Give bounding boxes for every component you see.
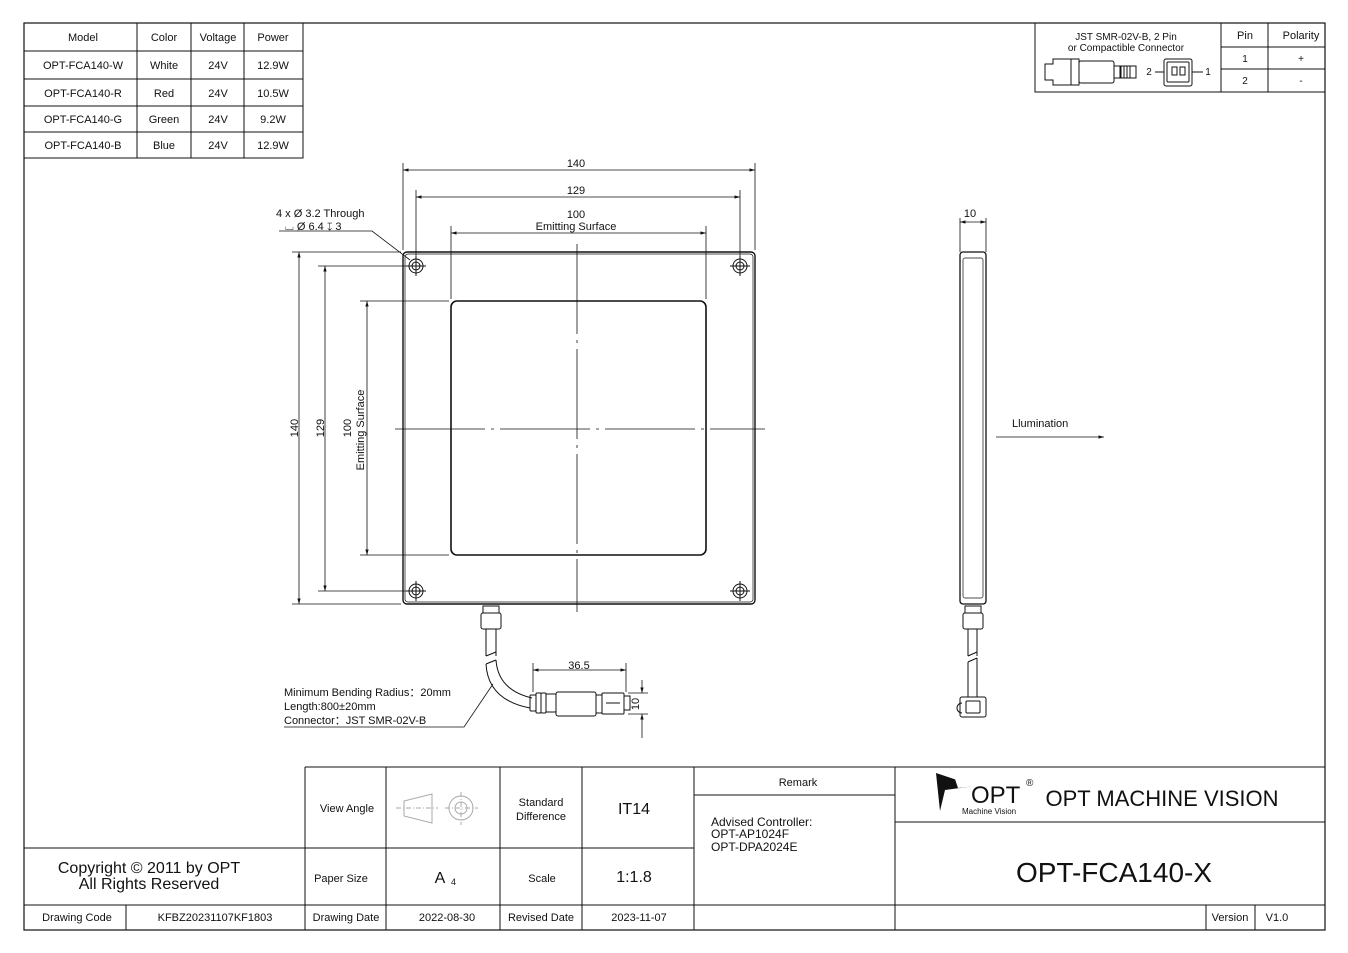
version-value: V1.0 xyxy=(1266,912,1289,924)
cable-assembly xyxy=(284,605,648,738)
dim-overall-height: 140 xyxy=(289,419,301,437)
spec-cell: 24V xyxy=(208,88,228,100)
logo-registered: ® xyxy=(1026,778,1034,789)
spec-cell: Red xyxy=(154,88,174,100)
spec-cell: 24V xyxy=(208,114,228,126)
spec-cell: 12.9W xyxy=(257,140,289,152)
title-block xyxy=(24,766,1325,930)
cable-note-line3: Connector：JST SMR-02V-B xyxy=(284,715,426,727)
projection-symbol-icon xyxy=(396,792,478,825)
spec-header-power: Power xyxy=(257,32,289,44)
spec-cell: 10.5W xyxy=(257,88,289,100)
remark-label: Remark xyxy=(779,777,818,789)
pin-cell: 2 xyxy=(1242,76,1248,87)
paper-size-sub: 4 xyxy=(451,877,456,887)
dim-emitting-height: 100 xyxy=(342,419,354,437)
copyright-line2: All Rights Reserved xyxy=(79,876,220,893)
mounting-hole xyxy=(730,256,750,276)
polarity-cell: + xyxy=(1298,54,1304,65)
part-number: OPT-FCA140-X xyxy=(1016,857,1212,888)
spec-cell: OPT-FCA140-R xyxy=(44,88,122,100)
spec-cell: 12.9W xyxy=(257,60,289,72)
illumination-label: Llumination xyxy=(1012,418,1068,430)
spec-cell: OPT-FCA140-B xyxy=(44,140,121,152)
emitting-surface xyxy=(450,300,707,556)
standard-difference-value: IT14 xyxy=(618,801,650,818)
mounting-hole xyxy=(730,581,750,601)
cable-note-line2: Length:800±20mm xyxy=(284,701,376,713)
hole-note-line2: ⌴ Ø 6.4 ↧ 3 xyxy=(285,221,342,233)
connector-label-1: 1 xyxy=(1205,67,1211,78)
drawing-code-label: Drawing Code xyxy=(42,912,112,924)
dim-thickness: 10 xyxy=(964,208,976,220)
remark-line1: Advised Controller: xyxy=(711,815,812,829)
light-plate-outline xyxy=(402,251,756,605)
spec-cell: OPT-FCA140-G xyxy=(44,114,122,126)
dim-overall-width: 140 xyxy=(567,158,585,170)
side-view xyxy=(956,218,1104,718)
emitting-label-vertical: Emitting Surface xyxy=(355,390,367,471)
polarity-cell: - xyxy=(1299,76,1302,87)
scale-label: Scale xyxy=(528,873,556,885)
drawing-date-value: 2022-08-30 xyxy=(419,912,475,924)
dim-cable-length: 36.5 xyxy=(568,660,589,672)
dim-emitting-width: 100 xyxy=(567,209,585,221)
logo-subtitle: Machine Vision xyxy=(962,807,1016,816)
view-angle-label: View Angle xyxy=(320,803,374,815)
drawing-code-value: KFBZ20231107KF1803 xyxy=(158,912,273,924)
paper-size-label: Paper Size xyxy=(314,873,368,885)
front-view: 140 129 100 Emitting Surface 140 129 100… xyxy=(276,158,765,738)
pin-cell: 1 xyxy=(1242,54,1248,65)
remark-line2: OPT-AP1024F xyxy=(711,827,789,841)
spec-header-model: Model xyxy=(68,32,98,44)
drawing-date-label: Drawing Date xyxy=(313,912,380,924)
revised-date-value: 2023-11-07 xyxy=(611,912,666,924)
connector-table: JST SMR-02V-B, 2 Pin or Compactible Conn… xyxy=(1034,22,1326,93)
scale-value: 1:1.8 xyxy=(616,869,652,886)
spec-cell: White xyxy=(150,60,178,72)
logo-text: OPT xyxy=(971,782,1021,809)
spec-cell: 9.2W xyxy=(260,114,286,126)
connector-sketch xyxy=(1044,58,1203,87)
version-label: Version xyxy=(1212,912,1249,924)
copyright-line1: Copyright © 2011 by OPT xyxy=(58,860,240,877)
hole-note-line1: 4 x Ø 3.2 Through xyxy=(276,208,364,220)
connector-title-line1: JST SMR-02V-B, 2 Pin xyxy=(1075,32,1177,43)
spec-table: Model Color Voltage Power OPT-FCA140-W W… xyxy=(23,22,304,159)
polarity-header: Polarity xyxy=(1283,30,1320,42)
drawing-border xyxy=(23,22,1326,931)
dim-connector-height: 10 xyxy=(630,698,642,710)
dim-hole-spacing-height: 129 xyxy=(315,419,327,437)
standard-difference-label-2: Difference xyxy=(516,811,566,823)
spec-cell: Blue xyxy=(153,140,175,152)
paper-size-value: A xyxy=(435,870,446,887)
spec-cell: OPT-FCA140-W xyxy=(43,60,124,72)
opt-logo-icon: OPT ® Machine Vision xyxy=(936,773,1034,816)
cable-note-line1: Minimum Bending Radius：20mm xyxy=(284,687,451,699)
emitting-label-horizontal: Emitting Surface xyxy=(536,221,617,233)
connector-label-2: 2 xyxy=(1146,67,1152,78)
spec-header-voltage: Voltage xyxy=(200,32,237,44)
spec-cell: 24V xyxy=(208,140,228,152)
spec-cell: 24V xyxy=(208,60,228,72)
connector-title-line2: or Compactible Connector xyxy=(1068,43,1185,54)
revised-date-label: Revised Date xyxy=(508,912,574,924)
remark-line3: OPT-DPA2024E xyxy=(711,840,797,854)
pin-header: Pin xyxy=(1237,30,1253,42)
dimension-lines xyxy=(279,163,756,605)
standard-difference-label-1: Standard xyxy=(519,797,564,809)
dim-hole-spacing-width: 129 xyxy=(567,185,585,197)
spec-cell: Green xyxy=(149,114,180,126)
company-name: OPT MACHINE VISION xyxy=(1045,786,1278,811)
spec-header-color: Color xyxy=(151,32,178,44)
